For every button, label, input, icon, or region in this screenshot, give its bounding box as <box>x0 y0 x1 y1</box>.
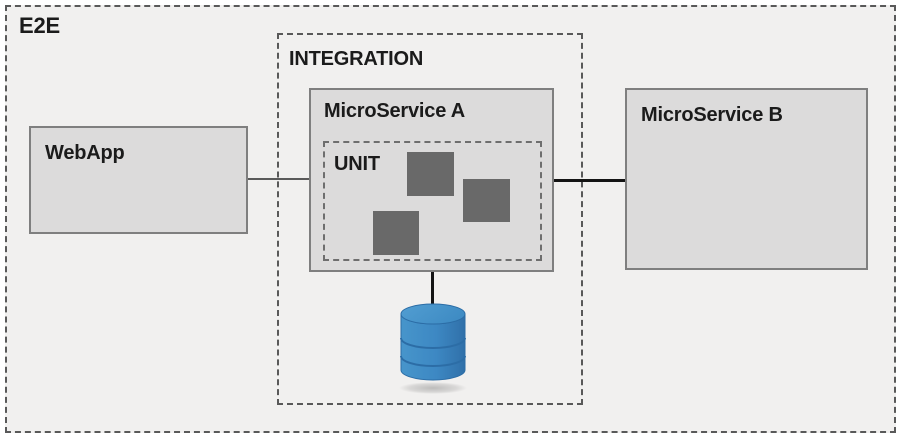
webapp-node: WebApp <box>29 126 248 234</box>
microservice-a-node: MicroService A <box>309 88 554 272</box>
connector-microservice-a-to-microservice-b <box>554 179 625 182</box>
database-icon <box>397 302 469 394</box>
integration-scope-label: INTEGRATION <box>289 48 424 70</box>
unit-test-block <box>463 179 510 222</box>
microservice-b-label: MicroService B <box>641 104 783 126</box>
e2e-scope-label: E2E <box>19 13 60 38</box>
unit-scope-box <box>323 141 542 261</box>
webapp-label: WebApp <box>45 142 125 164</box>
integration-scope-box <box>277 33 583 405</box>
unit-test-block <box>407 152 454 196</box>
connector-microservice-a-to-database <box>431 272 434 308</box>
microservice-a-label: MicroService A <box>324 100 465 122</box>
connector-webapp-to-microservice-a <box>248 178 309 180</box>
unit-test-block <box>373 211 419 255</box>
unit-scope-label: UNIT <box>334 153 380 175</box>
microservice-b-node: MicroService B <box>625 88 868 270</box>
